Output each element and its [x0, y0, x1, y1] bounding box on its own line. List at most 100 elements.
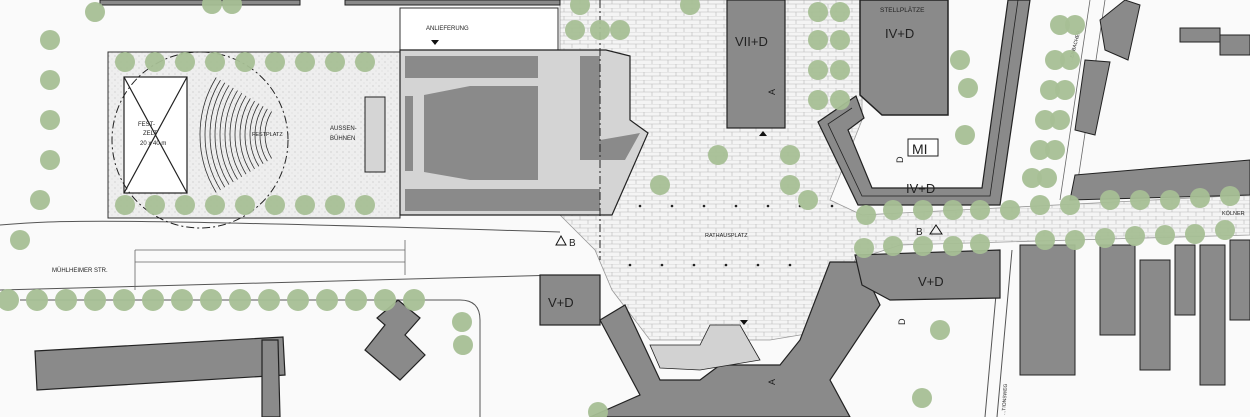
- tree-icon: [1060, 195, 1080, 215]
- tree-icon: [590, 20, 610, 40]
- seating-arc: [204, 79, 221, 191]
- aussenbuehnen-label: AUSSEN-: [330, 126, 357, 132]
- tree-icon: [235, 195, 255, 215]
- tree-icon: [830, 60, 850, 80]
- tree-icon: [570, 0, 590, 15]
- tree-icon: [205, 195, 225, 215]
- zoning-mi-label: MI: [912, 141, 928, 157]
- tree-icon: [708, 145, 728, 165]
- tree-icon: [452, 312, 472, 332]
- festzelt-size: 20 x 40 m: [140, 141, 166, 147]
- aussenbuehne: [364, 96, 386, 173]
- bollard: [670, 204, 674, 208]
- tree-icon: [1030, 195, 1050, 215]
- tree-icon: [205, 52, 225, 72]
- tree-icon: [295, 195, 315, 215]
- tree-icon: [1030, 140, 1050, 160]
- tree-icon: [650, 175, 670, 195]
- tree-icon: [883, 236, 903, 256]
- tree-icon: [175, 52, 195, 72]
- tree-icon: [145, 195, 165, 215]
- plaza-label-rathausplatz: RATHAUSPLATZ: [705, 233, 748, 239]
- tree-icon: [955, 125, 975, 145]
- street-label-koelner: KÖLNER: [1222, 210, 1245, 217]
- tree-icon: [1055, 80, 1075, 100]
- bollard: [756, 263, 760, 267]
- tree-icon: [115, 195, 135, 215]
- tree-icon: [84, 289, 106, 311]
- tree-icon: [40, 30, 60, 50]
- bollard: [660, 263, 664, 267]
- tree-icon: [235, 52, 255, 72]
- tree-icon: [610, 20, 630, 40]
- seating-arc: [214, 85, 230, 185]
- tree-icon: [0, 289, 19, 311]
- tree-icon: [808, 30, 828, 50]
- tree-icon: [950, 50, 970, 70]
- section-mark-b-right: B: [916, 227, 923, 238]
- tree-icon: [588, 402, 608, 417]
- seating-arc: [244, 100, 255, 170]
- tree-icon: [883, 200, 903, 220]
- tree-icon: [316, 289, 338, 311]
- tree-icon: [10, 230, 30, 250]
- building-iv-d-corner-label: IV+D: [906, 181, 935, 196]
- existing-buildings-left: [34, 299, 426, 417]
- street-label-muehlheimer: MÜHLHEIMER STR.: [52, 267, 108, 274]
- building-iv-d-label: IV+D: [885, 26, 914, 41]
- seating-arc: [224, 90, 238, 180]
- tree-icon: [1035, 110, 1055, 130]
- tree-icon: [175, 195, 195, 215]
- section-mark-a-top: A: [767, 89, 777, 95]
- tree-icon: [830, 2, 850, 22]
- tree-icon: [943, 200, 963, 220]
- tree-icon: [830, 30, 850, 50]
- tree-icon: [958, 78, 978, 98]
- tree-icon: [1220, 186, 1240, 206]
- tree-icon: [222, 0, 242, 14]
- dashed-radius-circle: [111, 51, 289, 229]
- seating-arc: [259, 108, 268, 162]
- section-marker-icon: B B A A D D: [555, 89, 943, 385]
- tree-icon: [680, 0, 700, 15]
- tree-icon: [1095, 228, 1115, 248]
- entrance-arrow-icon: [431, 40, 439, 45]
- tree-icon: [913, 236, 933, 256]
- festplatz-label: FESTPLATZ: [252, 132, 283, 138]
- tree-icon: [40, 70, 60, 90]
- seating-arc: [239, 98, 251, 172]
- seating-arc: [209, 82, 226, 188]
- bollard: [638, 204, 642, 208]
- tree-icon: [1065, 15, 1085, 35]
- tree-icon: [85, 2, 105, 22]
- tree-icon: [403, 289, 425, 311]
- tree-icon: [113, 289, 135, 311]
- tree-icon: [345, 289, 367, 311]
- section-mark-b-left: B: [569, 238, 576, 249]
- tree-icon: [202, 0, 222, 14]
- tree-icon: [1050, 15, 1070, 35]
- tiered-seating-arcs: [199, 77, 272, 193]
- tree-icon: [295, 52, 315, 72]
- section-mark-a-bottom: A: [767, 379, 777, 385]
- tree-icon: [854, 238, 874, 258]
- tree-icon: [1155, 225, 1175, 245]
- tree-icon: [913, 200, 933, 220]
- building-vii-d: [726, 0, 786, 129]
- building-v-d-left-label: V+D: [548, 295, 574, 310]
- stellplaetze-label: STELLPLÄTZE: [880, 6, 925, 14]
- tree-icon: [808, 2, 828, 22]
- tree-icon: [258, 289, 280, 311]
- tree-icon: [1050, 110, 1070, 130]
- tree-icon: [856, 205, 876, 225]
- building-v-d-right-label: V+D: [918, 274, 944, 289]
- zoning-mi-box: [907, 138, 939, 157]
- tree-icon: [970, 200, 990, 220]
- tree-icon: [1185, 224, 1205, 244]
- bollard: [702, 204, 706, 208]
- tree-icon: [200, 289, 222, 311]
- bollard: [766, 204, 770, 208]
